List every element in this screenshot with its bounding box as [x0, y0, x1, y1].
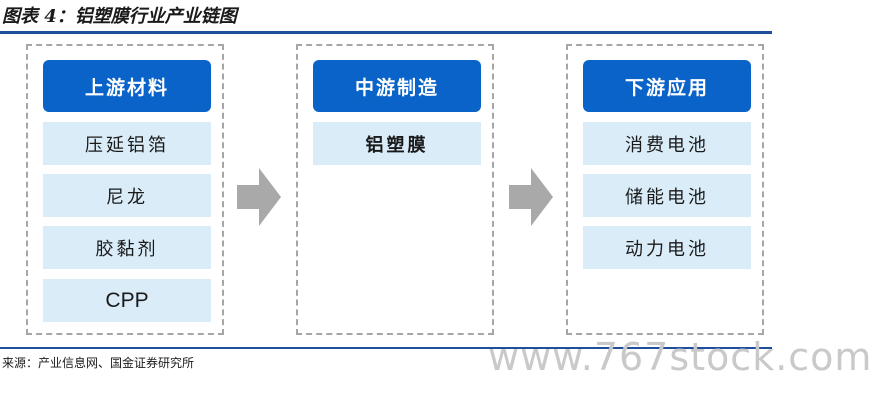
downstream-header: 下游应用 [583, 60, 751, 112]
top-rule [0, 31, 772, 34]
upstream-item-adhesive: 胶黏剂 [43, 226, 211, 269]
downstream-stage: 下游应用 消费电池 储能电池 动力电池 [566, 44, 764, 335]
flow-arrow-icon [237, 168, 281, 226]
bottom-rule [0, 347, 772, 349]
midstream-header: 中游制造 [313, 60, 481, 112]
figure-title: 图表 4：铝塑膜行业产业链图 [2, 6, 237, 27]
upstream-item-aluminum-foil: 压延铝箔 [43, 122, 211, 165]
downstream-item-power-battery: 动力电池 [583, 226, 751, 269]
flow-arrow-icon [509, 168, 553, 226]
midstream-item-aluminum-plastic-film: 铝塑膜 [313, 122, 481, 165]
source-note: 来源：产业信息网、国金证券研究所 [2, 356, 195, 370]
downstream-item-storage-battery: 储能电池 [583, 174, 751, 217]
upstream-item-nylon: 尼龙 [43, 174, 211, 217]
watermark: www.767stock.com [488, 335, 872, 379]
upstream-item-cpp: CPP [43, 279, 211, 322]
downstream-item-consumer-battery: 消费电池 [583, 122, 751, 165]
upstream-stage: 上游材料 压延铝箔 尼龙 胶黏剂 CPP [26, 44, 224, 335]
upstream-header: 上游材料 [43, 60, 211, 112]
midstream-stage: 中游制造 铝塑膜 [296, 44, 494, 335]
